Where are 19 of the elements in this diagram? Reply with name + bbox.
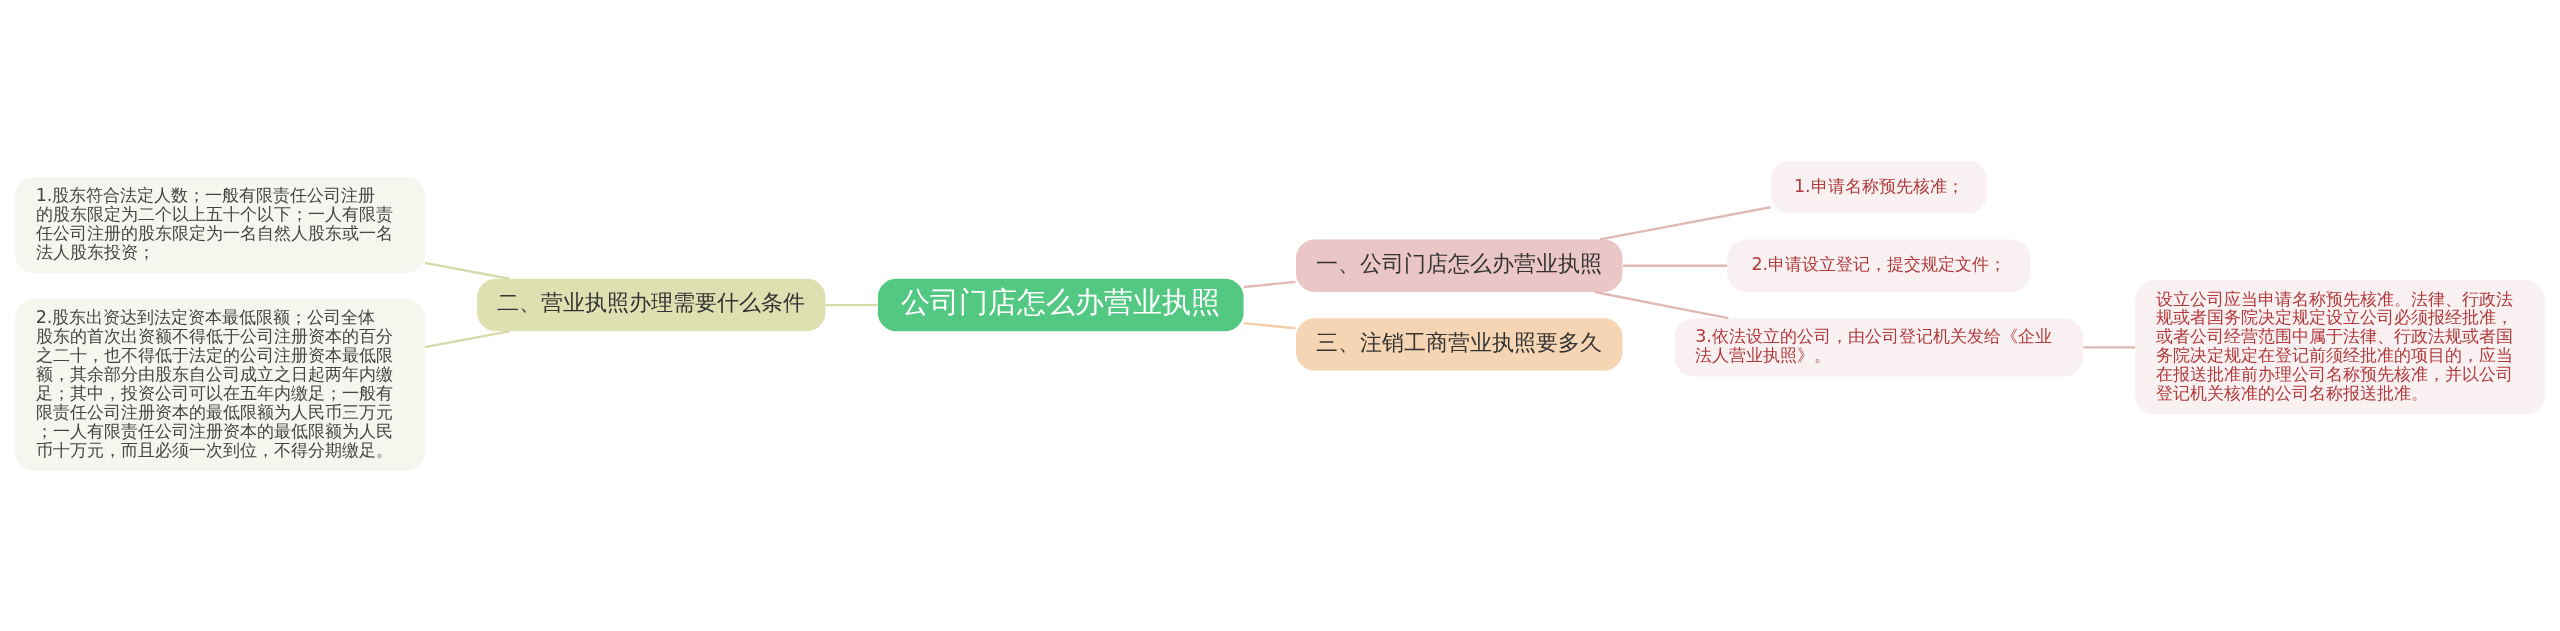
node-box: 三、注销工商营业执照要多久 bbox=[1296, 317, 1623, 371]
node-box: 设立公司应当申请名称预先核准。法律、行政法规或者国务院决定规定设立公司必须报经批准，或者公司经营范围中属于法律、行政法规或者国务院决定规定在登记前须经批准的项目的，应当在报送批准前办理公司名称预先核准，并以公司登记机关核准的公司名称报送批准。 bbox=[2135, 279, 2545, 414]
node-box: 一、公司门店怎么办营业执照 bbox=[1296, 239, 1623, 292]
connector bbox=[1243, 280, 1296, 288]
node-box: 二、营业执照办理需要什么条件 bbox=[477, 278, 826, 331]
node-box: 1.申请名称预先核准； bbox=[1771, 160, 1987, 213]
connector bbox=[1594, 290, 1729, 319]
connector bbox=[825, 303, 878, 306]
connector bbox=[424, 261, 510, 280]
connector bbox=[1599, 205, 1771, 241]
connector bbox=[424, 329, 510, 348]
node-box: 2.申请设立登记，提交规定文件； bbox=[1727, 239, 2031, 292]
node-box: 公司门店怎么办营业执照 bbox=[877, 278, 1244, 331]
node-box: 2.股东出资达到法定资本最低限额；公司全体股东的首次出资额不得低于公司注册资本的百分之二十，也不得低于法定的公司注册资本最低限额，其余部分由股东自公司成立之日起两年内缴足；其中，投资公司可以在五年内缴足；一般有限责任公司注册资本的最低限额为人民币三万元；一人有限责任公司注册资本的最低限额为人民币十万元，而且必须一次到位，不得分期缴足。 bbox=[15, 298, 425, 471]
connector bbox=[1243, 321, 1296, 329]
connector bbox=[2083, 345, 2136, 348]
node-box: 3.依法设立的公司，由公司登记机关发给《企业法人营业执照》。 bbox=[1674, 317, 2083, 376]
node-box: 1.股东符合法定人数；一般有限责任公司注册的股东限定为二个以上五十个以下；一人有限责任公司注册的股东限定为一名自然人股东或一名法人股东投资； bbox=[15, 176, 425, 273]
connector bbox=[1622, 264, 1728, 267]
